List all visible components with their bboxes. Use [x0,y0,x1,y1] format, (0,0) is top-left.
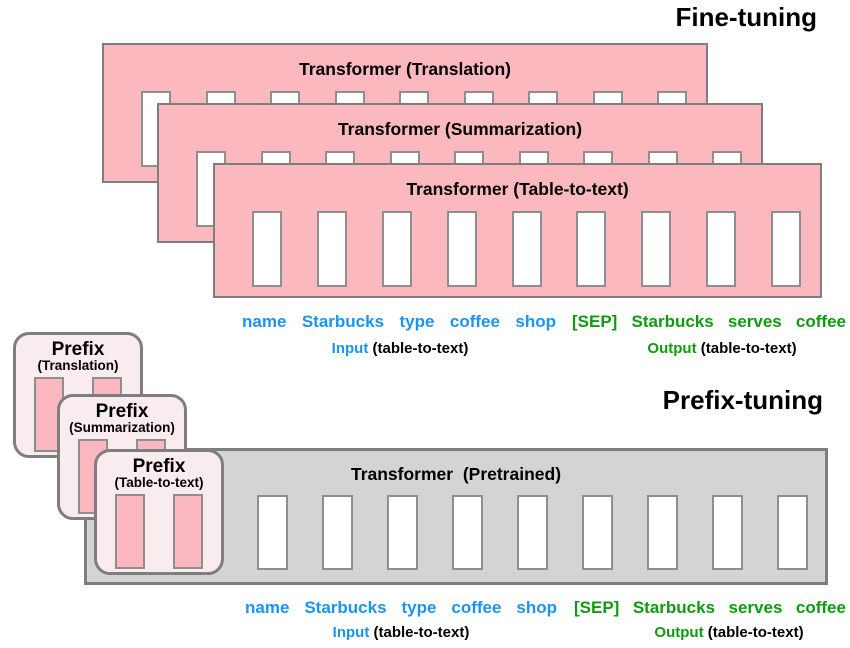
token: [SEP] [574,598,620,617]
activation-slot [517,495,548,570]
activation-slot [257,495,288,570]
token: type [401,598,437,617]
activation-slot [647,495,678,570]
activation-slot [706,211,737,287]
token: shop [515,312,556,331]
token: Starbucks [304,598,387,617]
input-caption-head: Input [331,340,369,357]
prefix-box-subtitle: (Summarization) [69,420,175,435]
prefix-tuning-title: Prefix-tuning [662,385,823,415]
activation-slot [381,211,412,287]
token: name [245,598,290,617]
transformer-box-label: Transformer (Table-to-text) [406,179,629,199]
token: Starbucks [632,598,716,617]
activation-slot [322,495,353,570]
input-token-sequence: name Starbucks type coffee shop [245,598,557,618]
token: serves [728,598,783,617]
prefix-vector [173,494,203,569]
transformer-box-label: Transformer (Summarization) [337,119,583,139]
input-caption-rest: (table-to-text) [369,624,470,641]
token: serves [727,312,782,331]
activation-slot [576,211,607,287]
input-caption-rest: (table-to-text) [368,340,469,357]
output-caption-head: Output [654,624,704,641]
prefix-box-subtitle: (Table-to-text) [114,475,204,490]
output-token-sequence: [SEP] Starbucks serves coffee [572,312,846,332]
activation-slot [511,211,542,287]
input-token-sequence: name Starbucks type coffee shop [242,312,556,332]
activation-slot [446,211,477,287]
output-caption: Output (table-to-text) [647,340,796,357]
token: Starbucks [631,312,714,331]
activation-slot [452,495,483,570]
activation-slot [712,495,743,570]
activation-slot [771,211,801,287]
activation-slot [316,211,347,287]
prefix-box-title: Prefix [51,339,105,360]
token: type [399,312,435,331]
activation-slot [252,211,282,287]
activation-slot [777,495,808,570]
activation-slot [641,211,672,287]
activation-slot-row [252,211,801,287]
fine-tuning-title: Fine-tuning [675,2,817,32]
token: coffee [795,598,846,617]
prefix-box-title: Prefix [132,456,186,477]
output-caption-rest: (table-to-text) [703,624,804,641]
transformer-box-table-to-text: Transformer (Table-to-text) [213,163,822,298]
prefix-vector [115,494,145,569]
input-caption: Input (table-to-text) [333,624,470,641]
token: coffee [449,312,500,331]
transformer-box-label: Transformer (Translation) [299,59,511,79]
token: name [242,312,287,331]
transformer-box-label: Transformer (Pretrained) [350,464,562,484]
prefix-box-title: Prefix [95,401,149,422]
output-caption-head: Output [647,340,697,357]
input-caption: Input (table-to-text) [332,340,469,357]
input-caption-head: Input [332,624,370,641]
output-token-sequence: [SEP] Starbucks serves coffee [574,598,846,618]
output-caption-rest: (table-to-text) [696,340,797,357]
prefix-box-subtitle: (Translation) [37,358,119,373]
token: shop [516,598,557,617]
activation-slot [387,495,418,570]
prefix-vector-row [115,494,203,569]
activation-slot [582,495,613,570]
token: coffee [795,312,846,331]
token: [SEP] [572,312,618,331]
output-caption: Output (table-to-text) [654,624,803,641]
token: Starbucks [301,312,385,331]
activation-slot-row [257,495,808,570]
prefix-box-table-to-text: Prefix (Table-to-text) [94,449,224,575]
token: coffee [451,598,502,617]
